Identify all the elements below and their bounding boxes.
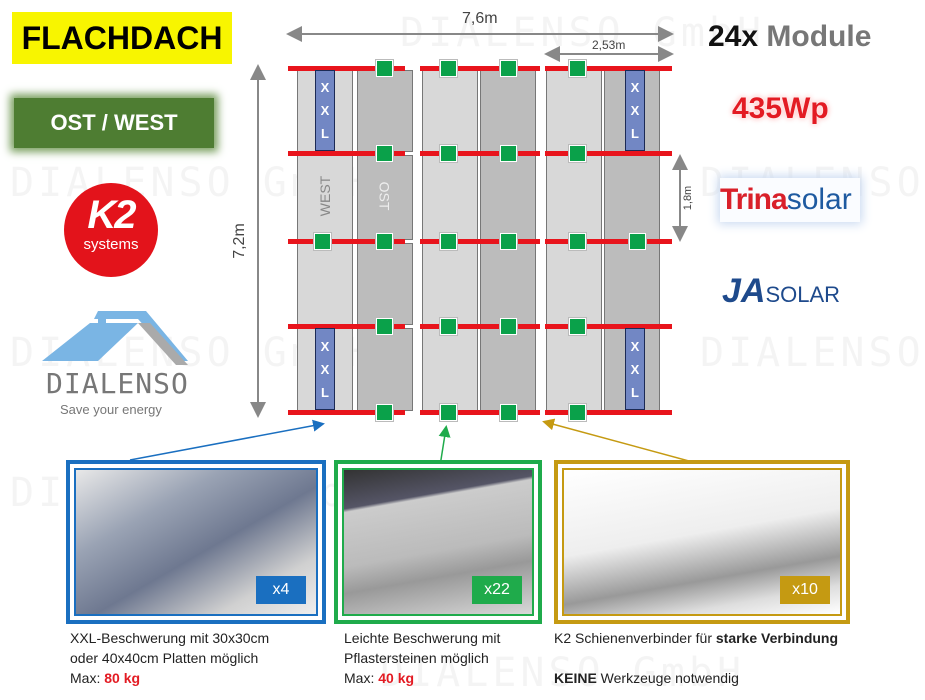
ballast-block (440, 145, 457, 162)
ballast-block (314, 233, 331, 250)
solar-module (546, 243, 602, 325)
page-title: FLACHDACH (12, 12, 232, 64)
watermark: DIALENSO GmbH (380, 650, 745, 696)
ballast-block (569, 404, 586, 421)
solar-module (422, 155, 478, 240)
width-dimension: 7,6m (462, 10, 498, 27)
solar-module (480, 243, 536, 325)
solar-module (422, 70, 478, 152)
west-label: WEST (317, 175, 334, 217)
mounting-rail (420, 410, 540, 415)
ballast-block (500, 60, 517, 77)
module-count: 24x Module (708, 20, 872, 53)
mounting-rail (545, 324, 672, 329)
rail-connector-caption: K2 Schienenverbinder für starke Verbindu… (554, 630, 839, 686)
solar-module (546, 155, 602, 240)
xxl-ballast-photo: x4 (74, 468, 318, 616)
solar-module (422, 243, 478, 325)
orientation-badge: OST / WEST (14, 98, 214, 148)
ballast-block (569, 233, 586, 250)
ballast-block (440, 60, 457, 77)
quantity-badge: x10 (780, 576, 830, 604)
mounting-rail (288, 239, 405, 244)
quantity-badge: x4 (256, 576, 306, 604)
light-ballast-card: x22 (334, 460, 542, 624)
solar-module (357, 155, 413, 240)
height-dimension: 7,2m (230, 223, 248, 259)
solar-module (297, 243, 353, 325)
solar-module (357, 243, 413, 325)
ja-solar-logo: JASOLAR (722, 272, 841, 310)
ost-label: OST (376, 181, 393, 211)
ballast-block (376, 404, 393, 421)
solar-module (546, 328, 602, 411)
ballast-block (376, 233, 393, 250)
ballast-block (500, 404, 517, 421)
light-ballast-photo: x22 (342, 468, 534, 616)
ballast-block (629, 233, 646, 250)
ballast-block (569, 145, 586, 162)
solar-module (480, 70, 536, 152)
mounting-rail (420, 239, 540, 244)
ballast-block (569, 60, 586, 77)
solar-module (357, 328, 413, 411)
module-power: 435Wp (732, 92, 829, 125)
mounting-rail (420, 66, 540, 71)
rail-connector-photo: x10 (562, 468, 842, 616)
ballast-block (500, 145, 517, 162)
ballast-block (376, 60, 393, 77)
ballast-block (440, 404, 457, 421)
ballast-block (376, 318, 393, 335)
mounting-rail (420, 151, 540, 156)
group-width-dimension: 2,53m (592, 38, 626, 52)
ballast-block (376, 145, 393, 162)
solar-module (480, 328, 536, 411)
mounting-rail (545, 151, 672, 156)
solar-module (480, 155, 536, 240)
ballast-block (569, 318, 586, 335)
ballast-block (440, 318, 457, 335)
mounting-rail (288, 66, 405, 71)
house-roof-icon (42, 311, 188, 365)
ballast-block (500, 318, 517, 335)
quantity-badge: x22 (472, 576, 522, 604)
k2-systems-logo: K2 systems (64, 183, 158, 277)
mounting-rail (545, 410, 672, 415)
dimension-arrows (129, 26, 689, 460)
mounting-rail (288, 324, 405, 329)
solar-module (604, 155, 660, 240)
solar-module (604, 243, 660, 325)
row-height-dimension: 1,8m (682, 185, 695, 211)
watermark: DIALENSO GmbH (700, 330, 925, 376)
mounting-rail (420, 324, 540, 329)
rail-connector-card: x10 (554, 460, 850, 624)
xxl-ballast-card: x4 (66, 460, 326, 624)
ballast-block (500, 233, 517, 250)
solar-module (546, 70, 602, 152)
dialenso-logo: DIALENSO Save your energy (38, 305, 190, 423)
ballast-block (440, 233, 457, 250)
solar-module (357, 70, 413, 152)
mounting-rail (545, 66, 672, 71)
solar-module (422, 328, 478, 411)
mounting-rail (288, 410, 405, 415)
mounting-rail (288, 151, 405, 156)
mounting-rail (545, 239, 672, 244)
